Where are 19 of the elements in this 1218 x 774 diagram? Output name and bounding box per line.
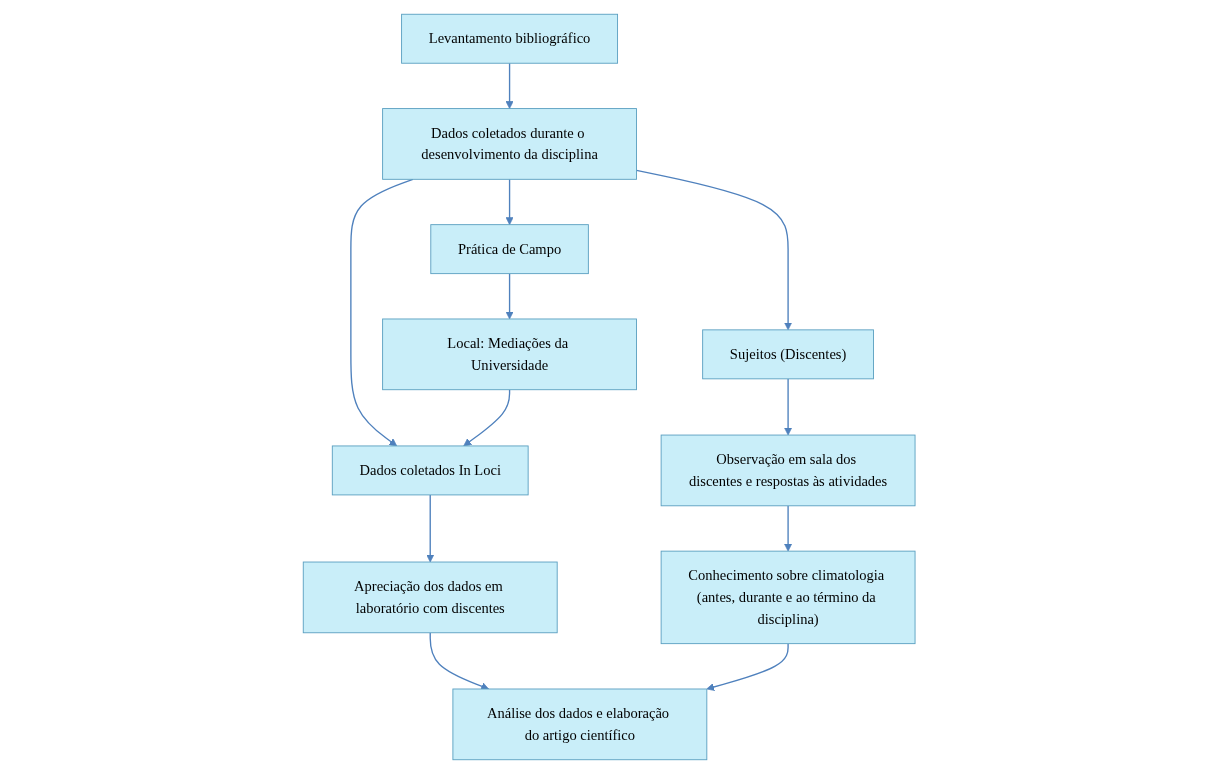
arrow (463, 389, 511, 447)
node-box: Dados coletados In Loci (331, 445, 529, 496)
arrow (783, 378, 792, 436)
arrow (505, 178, 514, 225)
node-box: Dados coletados durante o desenvolvimento da disciplina (382, 108, 637, 180)
arrow (505, 62, 514, 109)
arrow (635, 169, 792, 331)
arrow (783, 505, 792, 552)
arrow (426, 494, 435, 563)
node-box: Apreciação dos dados em laboratório com discentes (302, 561, 558, 634)
node-box: Observação em sala dos discentes e respostas às atividades (660, 434, 916, 507)
arrow (706, 642, 789, 691)
node-box: Levantamento bibliográfico (400, 13, 618, 64)
node-box: Sujeitos (Discentes) (702, 329, 874, 380)
node-box: Prática de Campo (430, 224, 589, 275)
arrow (505, 272, 514, 320)
node-box: Conhecimento sobre climatologia (antes, durante e ao término da disciplina) (660, 550, 916, 645)
node-box: Análise dos dados e elaboração do artigo científico (452, 688, 708, 761)
node-box: Local: Mediações da Universidade (382, 318, 637, 391)
